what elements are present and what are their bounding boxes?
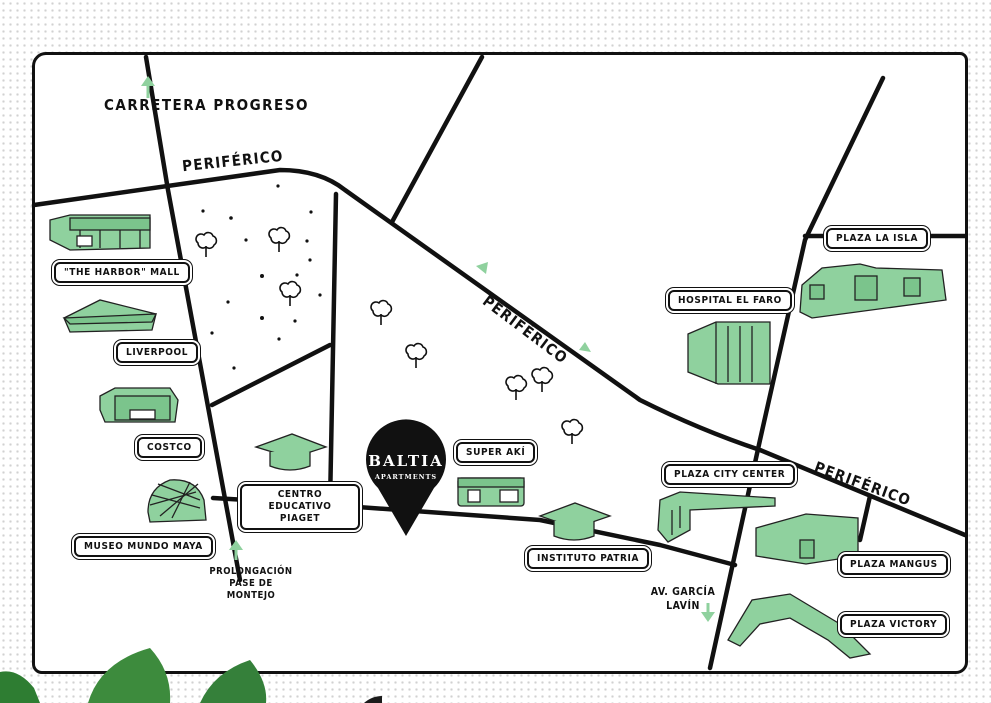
leaf-icon: [364, 696, 382, 703]
road-north: [389, 54, 485, 225]
leaf-icon: [0, 671, 40, 703]
harbor-mall-building: [49, 214, 151, 251]
hospital-label[interactable]: HOSPITAL EL FARO: [668, 290, 792, 311]
road-garcia-lavin: [707, 75, 886, 671]
liverpool-label[interactable]: LIVERPOOL: [116, 342, 199, 363]
arrow-icon: [476, 262, 591, 352]
leaf-icon: [200, 660, 267, 703]
instituto-patria-label[interactable]: INSTITUTO PATRIA: [527, 548, 650, 569]
plaza-city-center-building: [657, 491, 776, 543]
plaza-mangus-label[interactable]: PLAZA MANGUS: [840, 554, 948, 575]
museo-label[interactable]: MUSEO MUNDO MAYA: [74, 536, 213, 557]
hospital-building: [687, 321, 771, 385]
arrow-icon: [141, 76, 155, 98]
super-aki-building: [457, 477, 525, 507]
plaza-city-center-label[interactable]: PLAZA CITY CENTER: [664, 464, 796, 485]
tree-icon: [195, 231, 218, 257]
costco-building: [99, 387, 179, 423]
tree-icon: [531, 366, 554, 392]
road-center-vertical: [327, 191, 339, 508]
tree-icon: [561, 418, 584, 444]
arrow-icon: [701, 603, 715, 622]
garcia-lavin-label: AV. GARCÍA LAVÍN: [650, 586, 716, 612]
trees: [195, 226, 584, 444]
arrow-icon: [229, 540, 243, 560]
tree-icon: [405, 342, 428, 368]
museo-building: [147, 479, 207, 523]
plaza-la-isla-building: [799, 263, 947, 319]
graduation-cap-icon: [538, 502, 612, 541]
road-periferico: [31, 167, 968, 538]
prolongacion-label: PROLONGACIÓN PASE DE MONTEJO: [209, 566, 293, 601]
leaves: [0, 648, 382, 703]
map-frame: [32, 52, 968, 674]
baltia-pin[interactable]: BALTIA APARTMENTS: [366, 452, 446, 481]
road-carretera-progreso: [143, 54, 243, 583]
location-pin-icon: [366, 419, 446, 536]
costco-label[interactable]: COSTCO: [137, 437, 202, 458]
tree-icon: [370, 299, 393, 325]
harbor-mall-label[interactable]: "THE HARBOR" MALL: [54, 262, 190, 283]
road-left-cross: [209, 342, 333, 408]
arrows: [141, 76, 715, 622]
plaza-victory-label[interactable]: PLAZA VICTORY: [840, 614, 948, 635]
plaza-mangus-building: [755, 513, 859, 565]
tree-icon: [279, 280, 302, 306]
park-dots: [201, 184, 322, 370]
plaza-la-isla-label[interactable]: PLAZA LA ISLA: [826, 228, 929, 249]
buildings: [49, 214, 947, 659]
liverpool-building: [62, 299, 158, 333]
tree-icon: [505, 374, 528, 400]
baltia-sub: APARTMENTS: [374, 473, 438, 481]
super-aki-label[interactable]: SUPER AKÍ: [456, 442, 536, 463]
tree-icon: [268, 226, 291, 252]
carretera-progreso-label: CARRETERA PROGRESO: [104, 96, 309, 114]
baltia-name: BALTIA: [368, 452, 444, 470]
leaf-icon: [88, 648, 171, 703]
graduation-cap-icon: [253, 433, 328, 471]
centro-educativo-label[interactable]: CENTRO EDUCATIVO PIAGET: [240, 484, 360, 530]
plaza-victory-building: [727, 593, 872, 659]
road-right-lower: [857, 493, 873, 543]
